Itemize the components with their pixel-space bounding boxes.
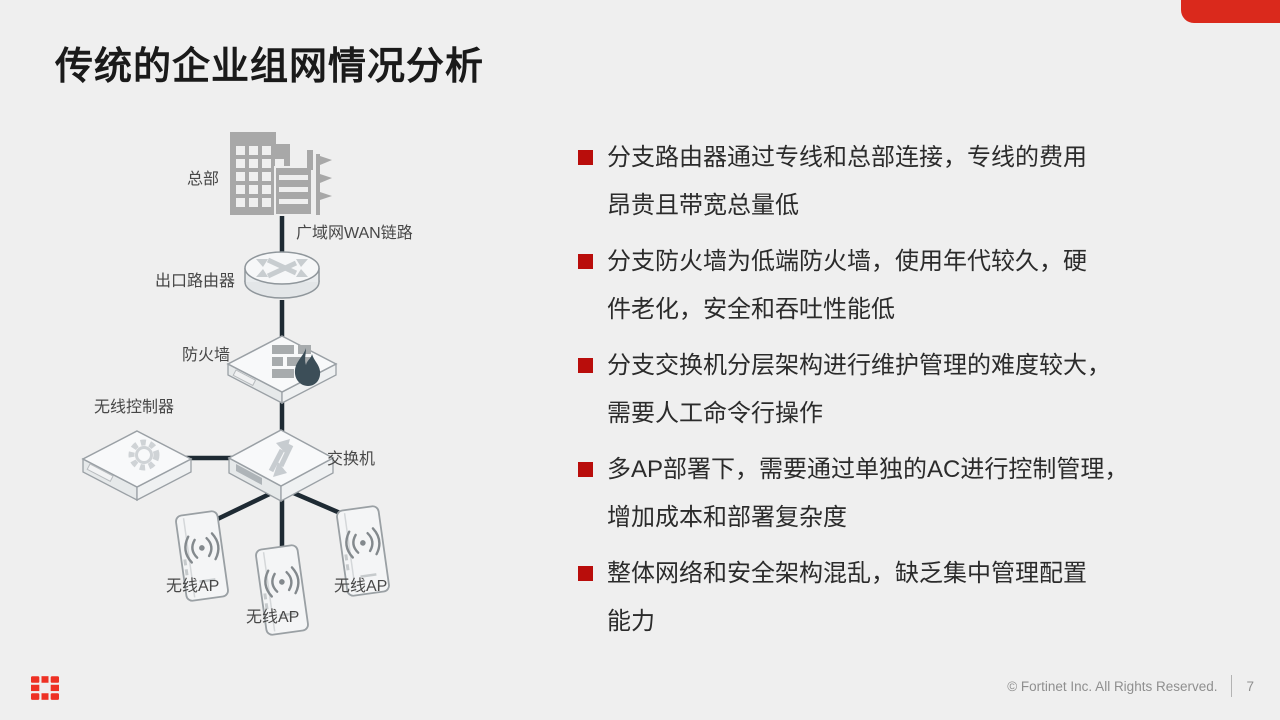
bullet-marker-icon bbox=[578, 462, 593, 477]
router-icon bbox=[244, 251, 320, 299]
label-firewall: 防火墙 bbox=[182, 347, 231, 364]
flame-icon bbox=[294, 348, 321, 386]
wireless-ap-right-icon bbox=[336, 505, 390, 597]
bullet-list: 分支路由器通过专线和总部连接，专线的费用昂贵且带宽总量低 分支防火墙为低端防火墙… bbox=[578, 134, 1188, 654]
wireless-controller-icon bbox=[81, 430, 193, 502]
bullet-text-line: 多AP部署下，需要通过单独的AC进行控制管理， bbox=[607, 456, 1129, 483]
label-ap-center: 无线AP bbox=[246, 609, 300, 626]
bullet-marker-icon bbox=[578, 358, 593, 373]
bullet-item: 整体网络和安全架构混乱，缺乏集中管理配置能力 bbox=[578, 550, 1188, 646]
label-wan-link: 广域网WAN链路 bbox=[296, 225, 413, 242]
copyright-text: © Fortinet Inc. All Rights Reserved. bbox=[1007, 678, 1218, 694]
network-diagram bbox=[81, 132, 390, 636]
bullet-item: 分支交换机分层架构进行维护管理的难度较大， 需要人工命令行操作 bbox=[578, 342, 1188, 438]
label-ap-left: 无线AP bbox=[166, 578, 220, 595]
label-edge-router: 出口路由器 bbox=[155, 273, 236, 290]
wireless-ap-center-icon bbox=[255, 544, 309, 636]
bullet-item: 分支路由器通过专线和总部连接，专线的费用昂贵且带宽总量低 bbox=[578, 134, 1188, 230]
switch-icon bbox=[227, 429, 335, 503]
bullet-marker-icon bbox=[578, 254, 593, 269]
label-wireless-controller: 无线控制器 bbox=[94, 399, 175, 416]
label-ap-right: 无线AP bbox=[334, 578, 388, 595]
page-number: 7 bbox=[1246, 678, 1254, 694]
bullet-text-line: 需要人工命令行操作 bbox=[607, 400, 823, 427]
wifi-icon bbox=[345, 527, 381, 559]
top-right-accent-bar bbox=[1181, 0, 1280, 23]
bullet-marker-icon bbox=[578, 566, 593, 581]
gear-icon bbox=[128, 439, 160, 471]
bullet-text-line: 昂贵且带宽总量低 bbox=[607, 192, 799, 219]
footer: © Fortinet Inc. All Rights Reserved. 7 bbox=[1007, 672, 1254, 700]
bullet-text-line: 分支路由器通过专线和总部连接，专线的费用 bbox=[607, 144, 1087, 171]
bullet-text-line: 分支防火墙为低端防火墙，使用年代较久，硬 bbox=[607, 248, 1087, 275]
wireless-ap-left-icon bbox=[175, 510, 229, 602]
bullet-item: 多AP部署下，需要通过单独的AC进行控制管理， 增加成本和部署复杂度 bbox=[578, 446, 1188, 542]
bullet-text-line: 分支交换机分层架构进行维护管理的难度较大， bbox=[607, 352, 1111, 379]
building-icon bbox=[230, 132, 332, 216]
wifi-icon bbox=[184, 532, 220, 564]
bullet-text-line: 整体网络和安全架构混乱，缺乏集中管理配置 bbox=[607, 560, 1087, 587]
bullet-text-line: 增加成本和部署复杂度 bbox=[607, 504, 847, 531]
fortinet-logo bbox=[31, 676, 59, 700]
firewall-icon bbox=[226, 335, 338, 405]
bullet-text-line: 能力 bbox=[607, 608, 655, 635]
bullet-item: 分支防火墙为低端防火墙，使用年代较久，硬件老化，安全和吞吐性能低 bbox=[578, 238, 1188, 334]
wifi-icon bbox=[264, 566, 300, 598]
bullet-marker-icon bbox=[578, 150, 593, 165]
footer-divider bbox=[1231, 675, 1233, 697]
label-switch: 交换机 bbox=[327, 451, 376, 468]
bullet-text-line: 件老化，安全和吞吐性能低 bbox=[607, 296, 895, 323]
page-title: 传统的企业组网情况分析 bbox=[55, 46, 485, 88]
label-headquarters: 总部 bbox=[187, 171, 220, 188]
